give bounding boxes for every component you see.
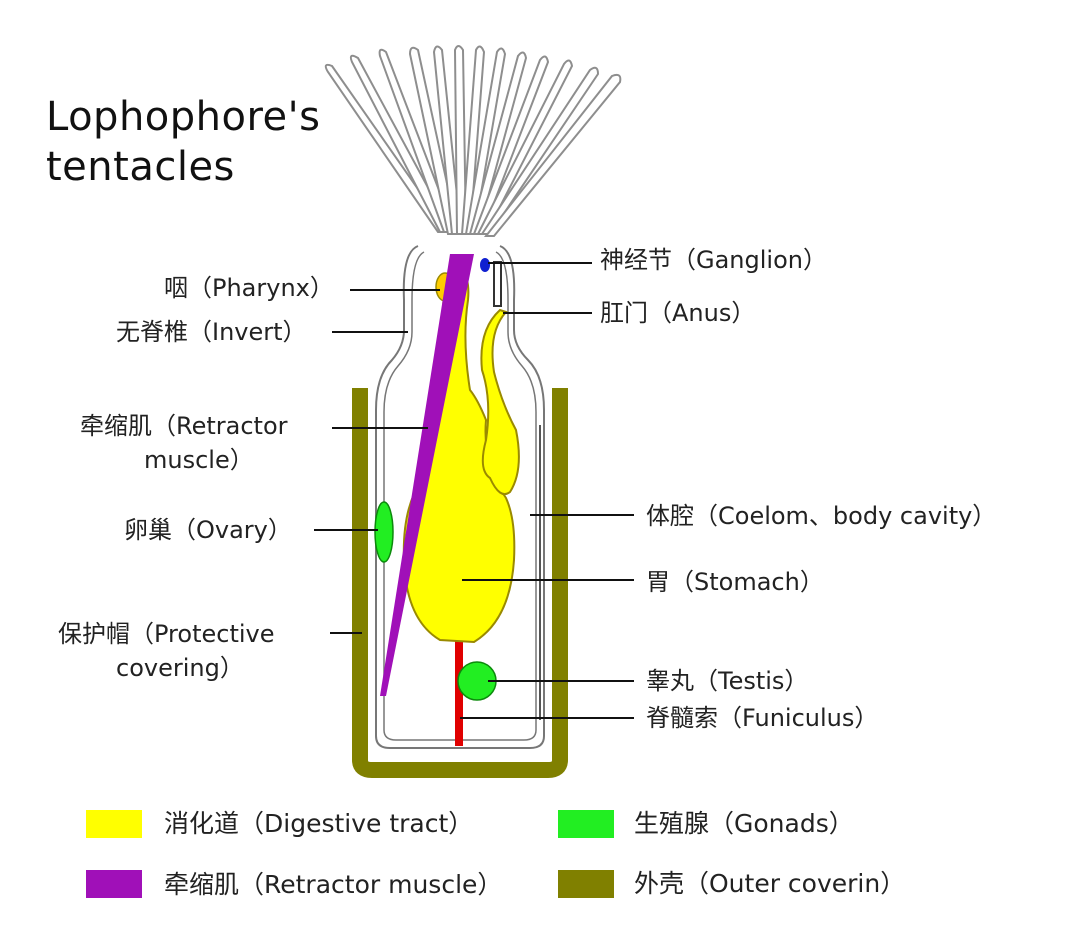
- retractor-muscle: [380, 254, 474, 696]
- tentacle: [453, 45, 468, 235]
- intestine: [480, 308, 520, 496]
- ovary: [374, 501, 394, 563]
- tentacle: [408, 46, 460, 235]
- label-coelom: 体腔（Coelom、body cavity）: [646, 502, 997, 530]
- label-pharynx: 咽（Pharynx）: [164, 274, 334, 302]
- leader-lines: [314, 262, 634, 719]
- tentacle: [349, 54, 454, 233]
- tentacle: [480, 66, 600, 235]
- label-funiculus: 脊髓索（Funiculus）: [646, 704, 879, 732]
- label-ovary: 卵巢（Ovary）: [124, 516, 292, 544]
- label-protective-line2: covering）: [116, 654, 244, 682]
- label-stomach: 胃（Stomach）: [646, 568, 824, 596]
- legend-label-outer: 外壳（Outer coverin）: [634, 869, 906, 898]
- tentacle: [483, 73, 622, 237]
- tentacle: [468, 51, 528, 235]
- label-ganglion: 神经节（Ganglion）: [600, 246, 827, 274]
- outer-covering: [352, 388, 568, 778]
- title-line-2: tentacles: [46, 144, 235, 190]
- label-testis: 睾丸（Testis）: [646, 667, 809, 695]
- label-retractor-line2: muscle）: [144, 446, 254, 474]
- tentacle: [472, 55, 550, 235]
- label-retractor-line1: 牵缩肌（Retractor: [80, 412, 288, 440]
- label-protective-line1: 保护帽（Protective: [58, 620, 275, 648]
- legend-swatch-outer: [558, 870, 614, 898]
- tentacle: [460, 45, 486, 235]
- label-invert: 无脊椎（Invert）: [116, 318, 307, 346]
- ganglion: [480, 258, 490, 272]
- tentacle: [432, 45, 463, 235]
- tentacle: [476, 59, 574, 235]
- tentacle: [378, 48, 457, 233]
- label-anus: 肛门（Anus）: [600, 299, 756, 327]
- legend-swatch-digestive: [86, 810, 142, 838]
- diagram-title: Lophophore's tentacles: [46, 92, 321, 192]
- tentacles: [324, 45, 622, 237]
- legend-label-retractor: 牵缩肌（Retractor muscle）: [164, 870, 503, 899]
- legend-swatch-gonads: [558, 810, 614, 838]
- legend-label-gonads: 生殖腺（Gonads）: [634, 809, 854, 838]
- tentacle: [464, 47, 507, 235]
- title-line-1: Lophophore's: [46, 94, 321, 140]
- legend-label-digestive: 消化道（Digestive tract）: [164, 809, 474, 838]
- legend-swatch-retractor: [86, 870, 142, 898]
